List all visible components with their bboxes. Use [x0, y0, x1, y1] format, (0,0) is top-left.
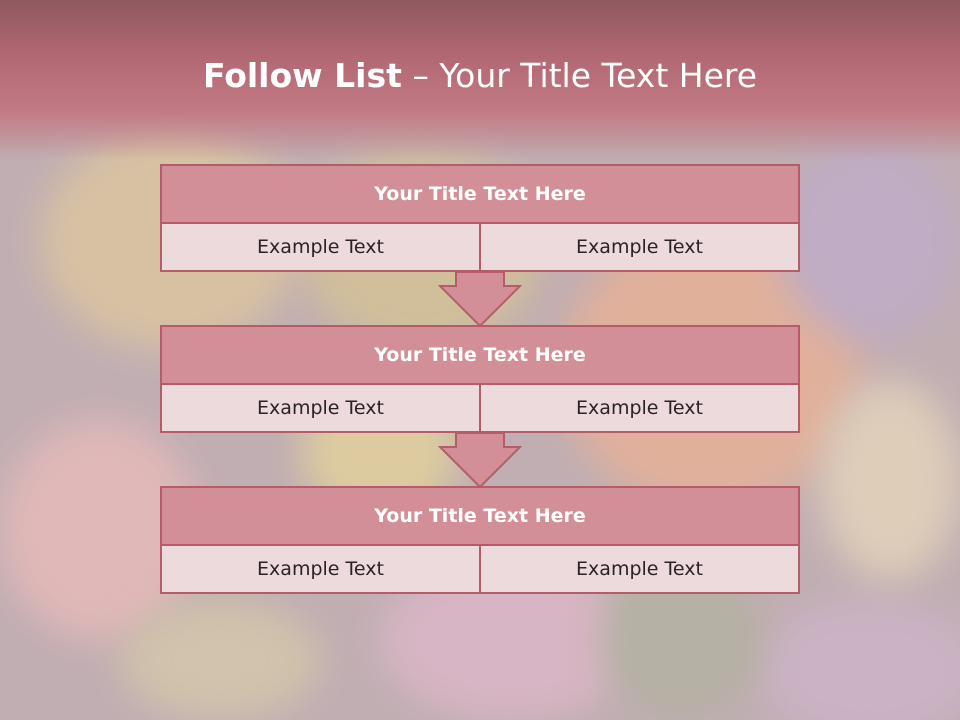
step-box-3[interactable]: Your Title Text Here Example Text Exampl… — [160, 486, 800, 594]
step-title: Your Title Text Here — [162, 488, 798, 546]
down-arrow-icon — [438, 433, 522, 489]
slide-title[interactable]: Follow List – Your Title Text Here — [0, 52, 960, 100]
step-text-right: Example Text — [479, 546, 798, 592]
step-text-left: Example Text — [162, 224, 479, 270]
step-title: Your Title Text Here — [162, 166, 798, 224]
step-title: Your Title Text Here — [162, 327, 798, 385]
slide-title-rest: – Your Title Text Here — [401, 56, 758, 95]
slide-title-bold: Follow List — [202, 56, 402, 95]
step-text-right: Example Text — [479, 224, 798, 270]
step-text-right: Example Text — [479, 385, 798, 431]
step-text-left: Example Text — [162, 385, 479, 431]
step-box-1[interactable]: Your Title Text Here Example Text Exampl… — [160, 164, 800, 272]
step-box-2[interactable]: Your Title Text Here Example Text Exampl… — [160, 325, 800, 433]
step-text-left: Example Text — [162, 546, 479, 592]
title-band — [0, 0, 960, 160]
down-arrow-icon — [438, 272, 522, 328]
